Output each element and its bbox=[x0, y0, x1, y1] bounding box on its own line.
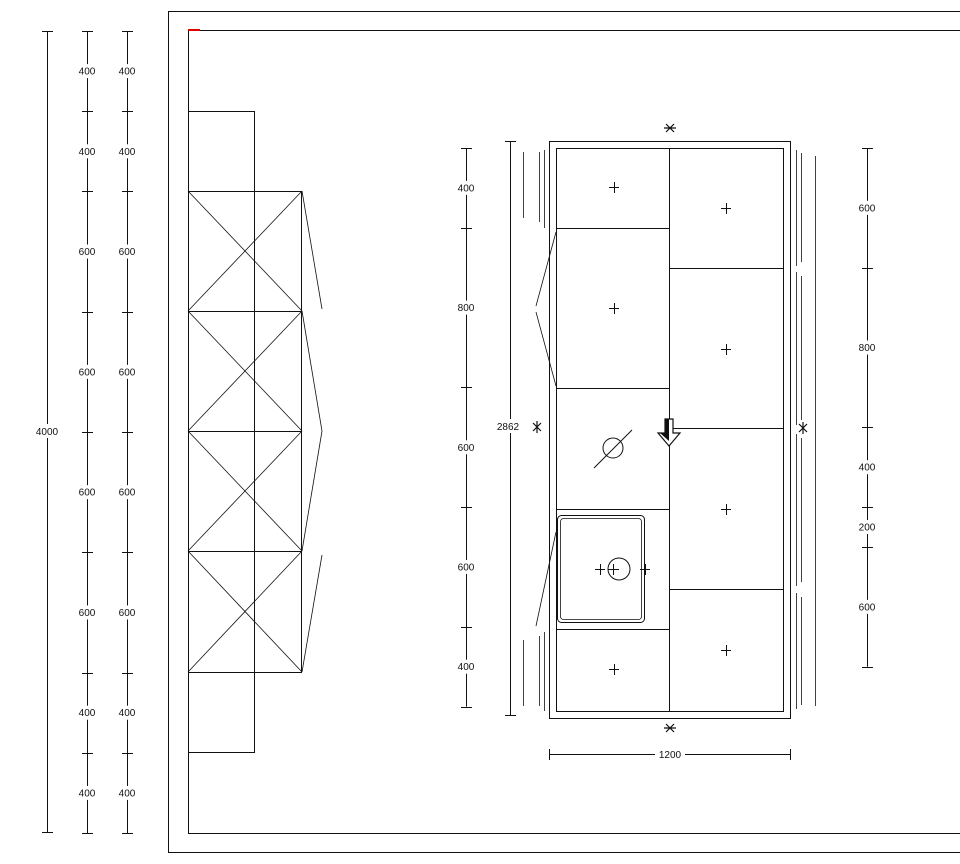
dimension-label: 600 bbox=[859, 602, 876, 613]
dimension-label: 400 bbox=[119, 67, 136, 78]
dimension-label: 800 bbox=[458, 303, 475, 314]
dimension-label: 600 bbox=[458, 562, 475, 573]
dimension-label: 400 bbox=[79, 788, 96, 799]
dimension-chain-cabinets: 400 800 600 600 400 bbox=[455, 148, 477, 708]
dimension-label: 600 bbox=[119, 247, 136, 258]
dimension-label: 400 bbox=[119, 147, 136, 158]
dimension-label: 400 bbox=[119, 788, 136, 799]
width-label: 1200 bbox=[659, 750, 682, 761]
hob-symbol-icon bbox=[593, 429, 633, 469]
dimension-width: 1200 bbox=[549, 748, 791, 761]
dimension-label: 400 bbox=[859, 463, 876, 474]
dimension-label: 400 bbox=[119, 708, 136, 719]
braced-unit-1 bbox=[187, 190, 303, 312]
dimension-label: 400 bbox=[79, 147, 96, 158]
cabinet-run-plan bbox=[532, 123, 816, 733]
dimension-label: 600 bbox=[859, 203, 876, 214]
down-arrow-icon bbox=[656, 418, 682, 447]
section-marker-icon bbox=[532, 123, 808, 733]
dimension-overall-height: 4000 bbox=[32, 31, 60, 833]
total-height-label: 4000 bbox=[36, 427, 59, 438]
dimension-label: 600 bbox=[79, 367, 96, 378]
cabinet-total-label: 2862 bbox=[497, 422, 520, 433]
dimension-label: 600 bbox=[79, 608, 96, 619]
braced-unit-2 bbox=[187, 310, 303, 432]
dimension-label: 600 bbox=[119, 488, 136, 499]
cabinet-center-marks bbox=[609, 182, 731, 675]
dimension-label: 400 bbox=[79, 67, 96, 78]
dimension-chain-right: 600 800 400 200 600 bbox=[856, 148, 878, 668]
left-side-panels bbox=[535, 150, 557, 711]
door-swing-lines bbox=[301, 190, 323, 673]
right-side-panels bbox=[796, 150, 816, 709]
dimension-label: 200 bbox=[859, 523, 876, 534]
dimension-chain-left-b: 400 400 600 600 600 600 400 400 bbox=[116, 31, 138, 834]
dimension-label: 400 bbox=[79, 708, 96, 719]
dimension-label: 600 bbox=[119, 367, 136, 378]
dimension-label: 400 bbox=[458, 183, 475, 194]
braced-unit-4 bbox=[187, 550, 303, 673]
dimension-label: 600 bbox=[79, 488, 96, 499]
dimension-cabinet-total: 2862 bbox=[494, 141, 524, 716]
dimension-label: 600 bbox=[79, 247, 96, 258]
dimension-label: 600 bbox=[458, 443, 475, 454]
dimension-label: 800 bbox=[859, 343, 876, 354]
wall-elevation bbox=[187, 111, 323, 753]
braced-unit-3 bbox=[187, 430, 303, 552]
dimension-chain-left-a: 400 400 600 600 600 600 400 400 bbox=[76, 31, 98, 834]
sink-symbol-icon bbox=[557, 515, 650, 623]
dimension-label: 400 bbox=[458, 662, 475, 673]
dimension-label: 600 bbox=[119, 608, 136, 619]
